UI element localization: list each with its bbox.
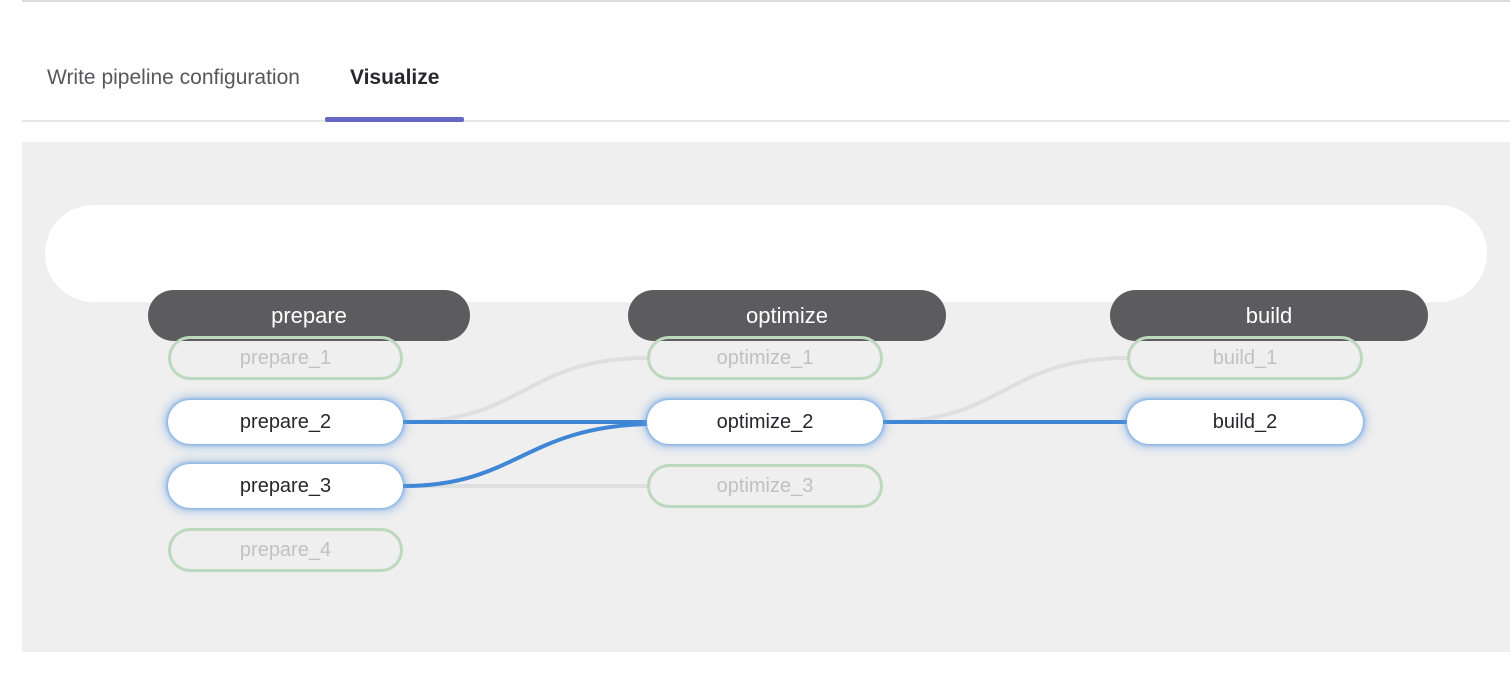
job-node-build_2[interactable]: build_2: [1127, 400, 1363, 444]
stage-header-banner: prepare optimize build: [45, 205, 1487, 341]
job-node-prepare_1[interactable]: prepare_1: [168, 336, 403, 380]
job-node-prepare_2[interactable]: prepare_2: [168, 400, 403, 444]
link-prepare_2-optimize_1: [401, 356, 649, 424]
job-node-optimize_3[interactable]: optimize_3: [647, 464, 883, 508]
link-optimize_2-build_1: [881, 356, 1129, 424]
tab-visualize[interactable]: Visualize: [324, 66, 465, 122]
tab-write-pipeline-configuration[interactable]: Write pipeline configuration: [22, 66, 325, 120]
top-divider: [22, 0, 1510, 2]
link-prepare_3-optimize_2: [401, 422, 651, 488]
job-node-optimize_2[interactable]: optimize_2: [647, 400, 883, 444]
stage-pill-optimize: optimize: [628, 290, 946, 341]
job-node-build_1[interactable]: build_1: [1127, 336, 1363, 380]
pipeline-graph-panel: prepare optimize build prepare_1 prepare…: [22, 142, 1510, 652]
job-node-prepare_4[interactable]: prepare_4: [168, 528, 403, 572]
job-node-prepare_3[interactable]: prepare_3: [168, 464, 403, 508]
job-node-optimize_1[interactable]: optimize_1: [647, 336, 883, 380]
stage-pill-prepare: prepare: [148, 290, 470, 341]
job-links-layer: [401, 356, 1129, 488]
tab-bar: Write pipeline configuration Visualize: [22, 2, 1510, 122]
active-tab-indicator: [324, 117, 465, 122]
stage-pill-build: build: [1110, 290, 1428, 341]
tab-label: Write pipeline configuration: [47, 66, 300, 89]
tab-label: Visualize: [349, 66, 440, 89]
